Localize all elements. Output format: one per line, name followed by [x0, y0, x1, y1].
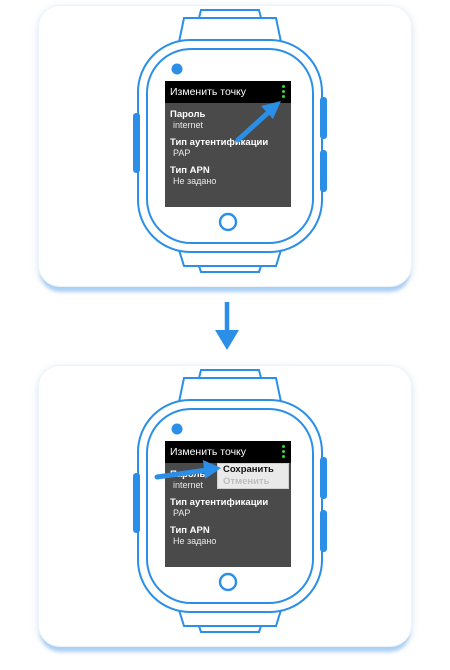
field-auth-type[interactable]: Тип аутентификации PAP	[165, 137, 291, 159]
watch-outline-icon	[133, 9, 327, 273]
camera-dot-icon	[171, 423, 183, 435]
page-title: Изменить точку	[170, 446, 247, 458]
camera-dot-icon	[171, 63, 183, 75]
step-card-1: Изменить точку Пароль internet Тип аутен…	[38, 5, 412, 287]
field-label: Тип аутентификации	[170, 497, 269, 508]
cancel-menu-item[interactable]: Отменить	[223, 476, 270, 487]
field-password[interactable]: Пароль internet	[165, 109, 291, 131]
watch-screen: Изменить точку Пароль internet Тип аутен…	[165, 441, 291, 567]
field-value: Не задано	[173, 176, 217, 186]
field-auth-type[interactable]: Тип аутентификации PAP	[165, 497, 291, 519]
watch-screen: Изменить точку Пароль internet Тип аутен…	[165, 81, 291, 207]
field-value: Не задано	[173, 536, 217, 546]
more-vert-icon[interactable]	[282, 445, 286, 460]
field-apn-type[interactable]: Тип APN Не задано	[165, 165, 291, 187]
save-menu-item[interactable]: Сохранить	[223, 464, 274, 475]
options-menu: Сохранить Отменить	[217, 463, 289, 489]
field-label: Тип APN	[170, 525, 210, 536]
field-value: internet	[173, 480, 204, 490]
titlebar: Изменить точку	[165, 441, 291, 463]
arrow-down-icon	[215, 302, 239, 350]
watch-outline-icon	[133, 369, 327, 633]
field-value: internet	[173, 120, 204, 130]
field-value: PAP	[173, 148, 191, 158]
field-label: Тип аутентификации	[170, 137, 269, 148]
field-label: Тип APN	[170, 165, 210, 176]
page-title: Изменить точку	[170, 86, 247, 98]
field-value: PAP	[173, 508, 191, 518]
field-label: Пароль	[170, 109, 206, 120]
field-apn-type[interactable]: Тип APN Не задано	[165, 525, 291, 547]
titlebar: Изменить точку	[165, 81, 291, 103]
more-vert-icon[interactable]	[282, 85, 286, 100]
step-card-2: Изменить точку Пароль internet Тип аутен…	[38, 365, 412, 647]
